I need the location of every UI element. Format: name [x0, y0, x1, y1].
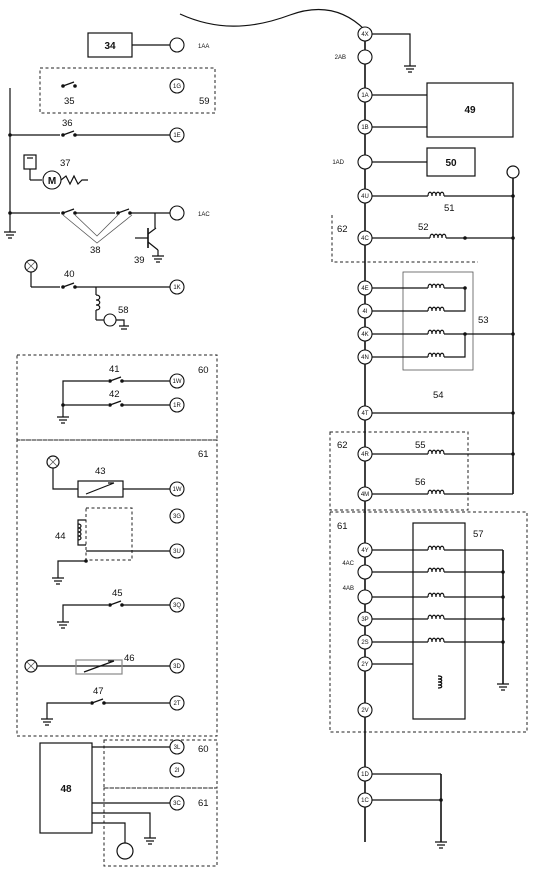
label-42: 42 — [109, 389, 120, 400]
terminal-4c: 4C — [361, 236, 369, 242]
group-boxes — [16, 67, 528, 867]
label-34: 34 — [104, 41, 116, 52]
terminal-1w: 1W — [173, 379, 182, 385]
terminal-4i: 4I — [362, 309, 367, 315]
label-47: 47 — [93, 686, 104, 697]
label-37: 37 — [60, 158, 71, 169]
terminal-4y: 4Y — [361, 548, 368, 554]
box-61-lower — [103, 787, 218, 867]
terminal-3q: 3Q — [173, 603, 181, 609]
motor-icon: M — [48, 176, 56, 187]
terminal-3p: 3P — [361, 617, 368, 623]
terminal-3d: 3D — [173, 664, 181, 670]
terminal-4x: 4X — [361, 32, 368, 38]
label-56: 56 — [415, 477, 426, 488]
terminal-4n: 4N — [361, 355, 369, 361]
terminal-1w-b: 1W — [173, 487, 182, 493]
terminal-1g: 1G — [173, 84, 181, 90]
terminal-1c: 1C — [361, 798, 369, 804]
terminal-4ab: 4AB — [343, 586, 354, 592]
component-34: 34 1AA — [87, 32, 209, 58]
label-55: 55 — [415, 440, 426, 451]
label-59: 59 — [199, 96, 210, 107]
label-41: 41 — [109, 364, 120, 375]
terminal-2ab: 2AB — [335, 55, 346, 61]
label-50: 50 — [445, 158, 457, 169]
right-components: 49 50 51 62 52 53 — [337, 82, 520, 849]
label-52: 52 — [418, 222, 429, 233]
terminal-1k: 1K — [173, 285, 180, 291]
terminal-1ac: 1AC — [198, 212, 210, 218]
terminal-4e: 4E — [361, 286, 368, 292]
terminal-1b: 1B — [361, 125, 368, 131]
box-62-lower — [329, 431, 469, 511]
label-36: 36 — [62, 118, 73, 129]
label-38: 38 — [90, 245, 101, 256]
terminal-3u: 3U — [173, 549, 181, 555]
label-35: 35 — [64, 96, 75, 107]
terminal-2y: 2Y — [361, 662, 368, 668]
label-51: 51 — [444, 203, 455, 214]
terminal-2t: 2T — [173, 701, 180, 707]
trunk-connectors: 4X 2AB 1A 1B 1AD 4U 4C 4E 4I 4K 4N 4T 4R… — [332, 26, 373, 808]
label-39: 39 — [134, 255, 145, 266]
component-40-58: 40 1K 58 — [24, 259, 185, 330]
terminal-4ac: 4AC — [342, 561, 354, 567]
label-58: 58 — [118, 305, 129, 316]
label-60-upper: 60 — [198, 365, 209, 376]
terminal-2i: 2I — [174, 768, 179, 774]
label-62-upper: 62 — [337, 224, 348, 235]
main-trunk — [179, 9, 416, 842]
terminal-1aa: 1AA — [198, 44, 209, 50]
left-bus: 36 1E — [4, 88, 185, 239]
box-62-upper — [331, 215, 478, 263]
terminal-1d: 1D — [361, 772, 369, 778]
terminal-1e: 1E — [173, 133, 180, 139]
label-48: 48 — [60, 784, 72, 795]
terminal-4k: 4K — [361, 332, 368, 338]
label-54: 54 — [433, 390, 444, 401]
component-48: 48 3L 2I 60 3C 61 — [39, 739, 209, 860]
terminal-4m: 4M — [361, 492, 369, 498]
terminal-1a: 1A — [361, 93, 368, 99]
label-53: 53 — [478, 315, 489, 326]
terminal-3c: 3C — [173, 801, 181, 807]
wire-4x-ground — [365, 33, 411, 66]
connector-curve — [179, 9, 366, 31]
label-46: 46 — [124, 653, 135, 664]
label-43: 43 — [95, 466, 106, 477]
terminal-4u: 4U — [361, 194, 369, 200]
label-44: 44 — [55, 531, 66, 542]
label-45: 45 — [112, 588, 123, 599]
terminal-1r: 1R — [173, 403, 181, 409]
label-49: 49 — [464, 105, 476, 116]
ground-symbol — [404, 65, 416, 73]
components-41-42: 60 41 1W 42 1R — [57, 364, 209, 424]
terminal-4t: 4T — [361, 411, 368, 417]
label-61-right: 61 — [337, 521, 348, 532]
components-43-47: 61 43 1W 44 3G 3U 45 3Q — [24, 449, 209, 726]
label-61-upper: 61 — [198, 449, 209, 460]
component-38-39: 38 1AC 39 — [8, 205, 210, 266]
label-40: 40 — [64, 269, 75, 280]
box-61-upper — [16, 439, 218, 737]
terminal-4r: 4R — [361, 452, 369, 458]
component-35: 35 1G 59 — [61, 78, 210, 107]
label-61-lower: 61 — [198, 798, 209, 809]
terminal-1ad: 1AD — [332, 160, 344, 166]
terminal-3l: 3L — [174, 745, 181, 751]
terminal-3g: 3G — [173, 514, 181, 520]
terminal-2s: 2S — [361, 640, 368, 646]
label-57: 57 — [473, 529, 484, 540]
component-37-motor: M 37 — [23, 154, 88, 190]
label-62-lower: 62 — [337, 440, 348, 451]
label-60-lower: 60 — [198, 744, 209, 755]
terminal-2v: 2V — [361, 708, 368, 714]
